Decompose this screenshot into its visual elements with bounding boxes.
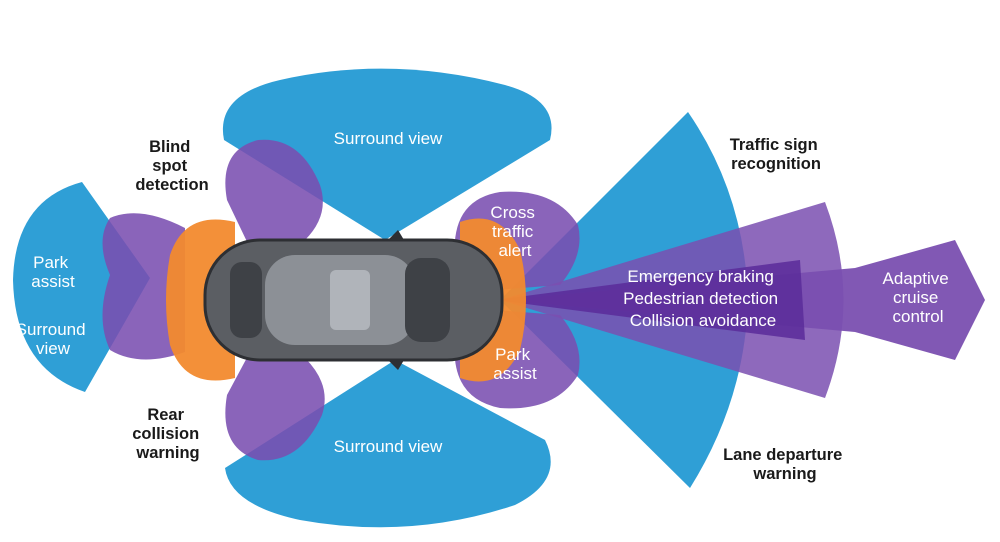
car-mirror-top	[388, 230, 404, 240]
surround-view-bottom-label: Surround view	[334, 437, 443, 456]
rear-collision-label: Rear collision warning	[132, 406, 204, 462]
blind-spot-label: Blind spot detection	[135, 138, 208, 194]
surround-view-top-zone	[222, 68, 552, 241]
blind-spot-bottom-lobe	[225, 352, 325, 461]
cross-traffic-label: Cross traffic alert	[490, 203, 539, 260]
emergency-label: Emergency braking Pedestrian detection C…	[623, 267, 783, 330]
car-sunroof	[330, 270, 370, 330]
acc-label: Adaptive cruise control	[883, 269, 954, 326]
park-assist-rear-label: Park assist	[31, 253, 75, 291]
rear-side-lobes	[102, 213, 185, 360]
blind-spot-top-lobe	[225, 139, 323, 248]
park-assist-front-label: Park assist	[493, 345, 537, 383]
car-rear-window	[230, 262, 262, 338]
car	[203, 230, 504, 370]
surround-view-rear-label: Surround view	[16, 320, 91, 358]
car-mirror-bottom	[388, 360, 404, 370]
lane-departure-label: Lane departure warning	[723, 446, 847, 483]
surround-view-bottom-zone	[225, 360, 551, 528]
surround-view-top-label: Surround view	[334, 129, 443, 148]
emergency-braking-beam	[495, 260, 805, 340]
car-windshield	[405, 258, 450, 342]
traffic-sign-label: Traffic sign recognition	[730, 136, 823, 173]
